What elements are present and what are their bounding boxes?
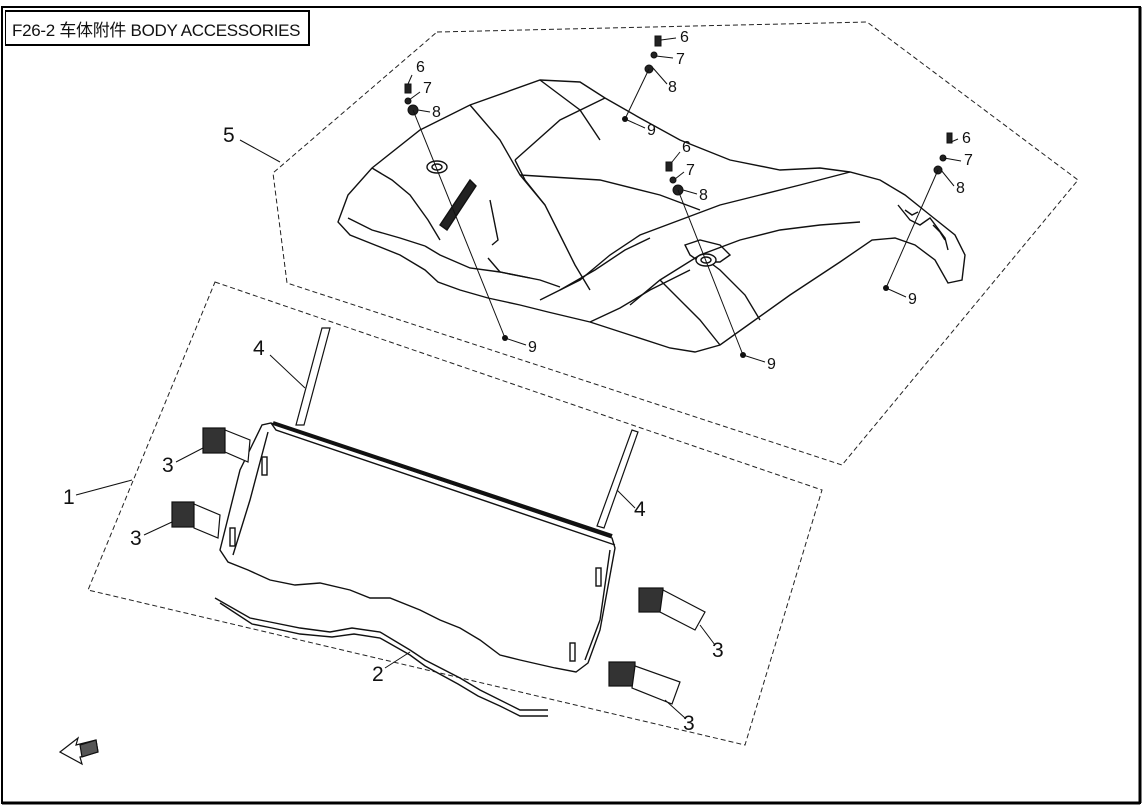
callout-3-lower-left: 3 [130,527,142,550]
callout-9-d: 9 [908,291,917,308]
callout-9-a: 9 [528,339,537,356]
callout-6-c: 6 [682,139,691,156]
callout-1: 1 [63,486,75,509]
callout-4-left: 4 [253,337,265,360]
callout-3-upper-left: 3 [162,454,174,477]
callout-2: 2 [372,663,384,686]
callout-9-c: 9 [767,356,776,373]
windshield-group-outline [87,281,823,746]
callout-7-b: 7 [676,51,685,68]
callout-3-upper-right: 3 [712,639,724,662]
callout-leaders [75,139,716,719]
callout-6-a: 6 [416,59,425,76]
windshield-seal [214,597,548,717]
support-strips [295,327,639,529]
clamps [171,427,706,705]
callout-7-a: 7 [423,80,432,97]
callout-8-d: 8 [956,180,965,197]
callout-6-b: 6 [680,29,689,46]
callout-6-d: 6 [962,130,971,147]
diagram-title: F26-2 车体附件 BODY ACCESSORIES [5,10,311,46]
callout-9-b: 9 [647,122,656,139]
callout-7-d: 7 [964,152,973,169]
front-direction-arrow-icon [58,736,99,766]
roof-panel [337,79,966,353]
callout-5: 5 [223,124,235,147]
callout-4-right: 4 [634,498,646,521]
fastener-leaders [407,37,962,356]
callout-3-lower-right: 3 [683,712,695,735]
callout-7-c: 7 [686,162,695,179]
callout-8-c: 8 [699,187,708,204]
callout-8-b: 8 [668,79,677,96]
windshield-panel [219,421,616,673]
callout-8-a: 8 [432,104,441,121]
